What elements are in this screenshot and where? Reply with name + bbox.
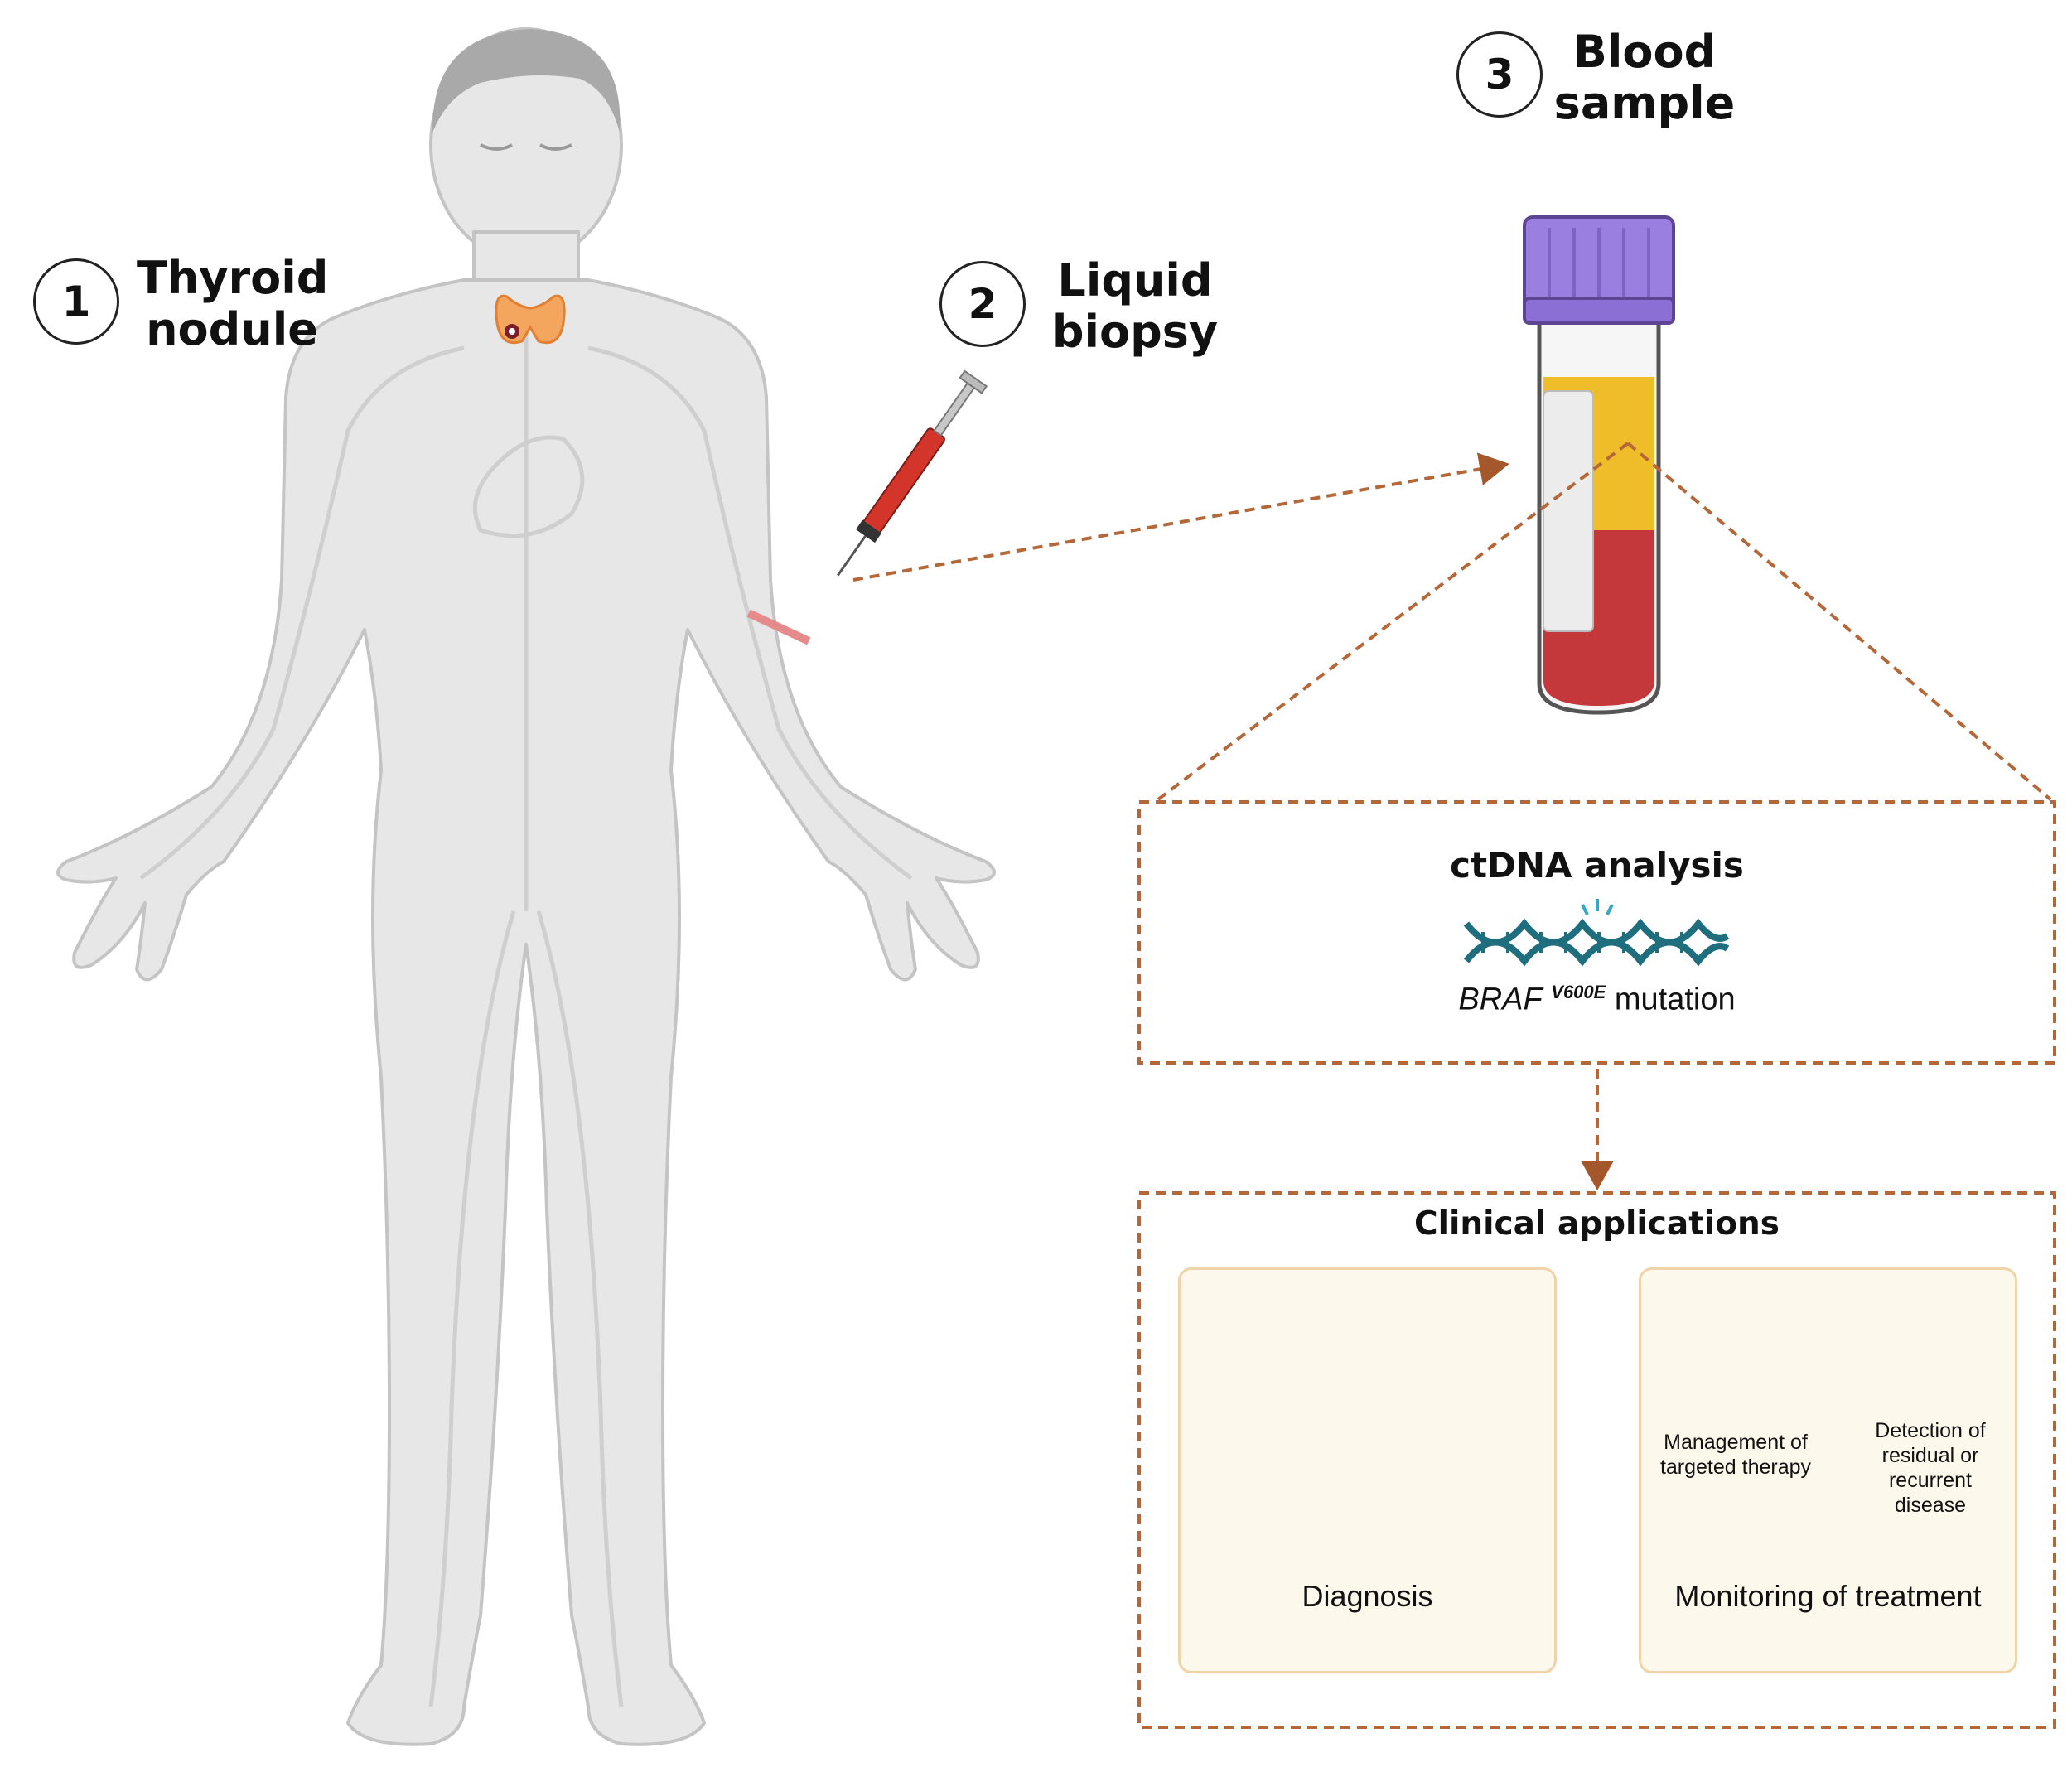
management-label: Management of targeted therapy [1636,1430,1835,1480]
applications-title: Clinical applications [1414,1205,1780,1243]
step-2-line2: biopsy [1051,306,1219,358]
analysis-box [1137,800,2056,1065]
syringe-icon [746,369,988,645]
step-2-circle: 2 [939,261,1026,347]
diagnosis-label: Diagnosis [1302,1579,1433,1613]
monitoring-label: Monitoring of treatment [1674,1579,1982,1613]
human-body-icon [56,27,996,1746]
management-line1: Management of [1664,1431,1808,1454]
blood-tube-icon [1523,215,1675,715]
detection-line1: Detection of [1875,1419,1986,1442]
variant-name: V600E [1551,982,1606,1002]
applications-box [1137,1191,2056,1729]
step-2-number: 2 [968,280,997,328]
detection-line3: recurrent [1888,1469,1973,1492]
step-3-line2: sample [1553,77,1736,129]
thyroid-nodule-icon [495,294,566,345]
management-line2: targeted therapy [1659,1456,1812,1479]
gene-name: BRAF [1458,982,1543,1017]
diagnosis-card [1178,1267,1557,1673]
mutation-suffix: mutation [1606,982,1736,1017]
step-2-label: Liquid biopsy [1040,255,1230,358]
step-1-number: 1 [61,278,91,326]
analysis-title: ctDNA analysis [1450,845,1744,886]
detection-line2: residual or [1881,1444,1979,1467]
step-1-circle: 1 [33,258,119,345]
monitoring-card [1639,1267,2017,1673]
step-3-line1: Blood [1572,26,1717,78]
mutation-label: BRAF V600E mutation [1326,982,1868,1018]
step-3-label: Blood sample [1549,27,1740,129]
step-1-label: Thyroid nodule [137,252,329,355]
step-1-line2: nodule [146,303,318,355]
step-3-number: 3 [1485,51,1514,99]
step-3-circle: 3 [1456,31,1543,118]
detection-line4: disease [1894,1494,1967,1517]
step-1-line1: Thyroid [137,252,329,304]
dna-mutation-icon [1463,899,1730,967]
detection-label: Detection of residual or recurrent disea… [1839,1418,2021,1518]
step-2-line1: Liquid [1057,254,1213,307]
